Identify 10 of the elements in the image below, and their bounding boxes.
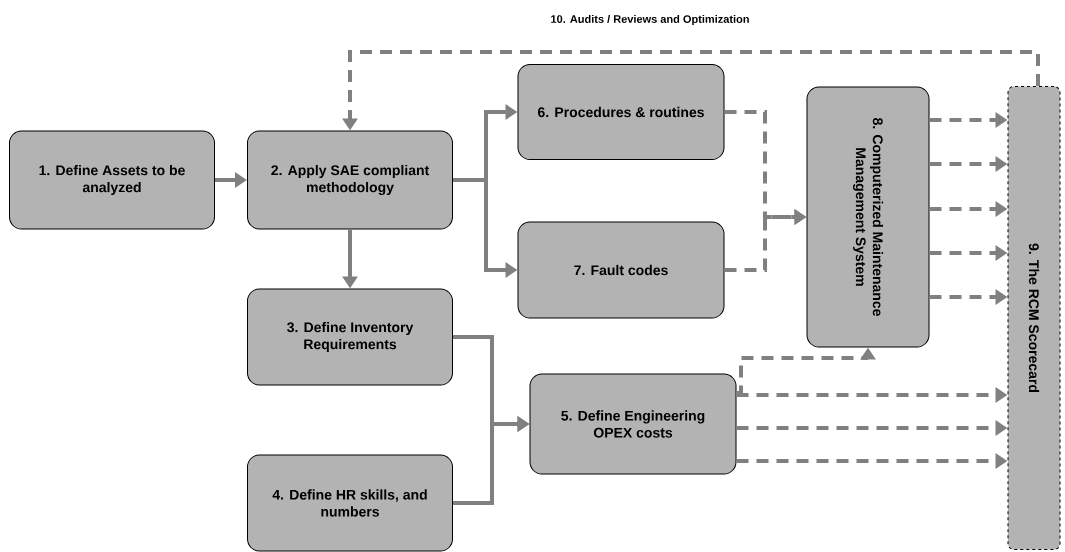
system-box: 8. Computerized Maintenance Management System [806,86,930,348]
process-box: 7. Fault codes [517,221,725,319]
scorecard-bar: 9. The RCM Scorecard [1007,86,1061,550]
process-box: 2. Apply SAE compliant methodology [247,130,453,230]
process-box: 3. Define Inventory Requirements [247,288,453,386]
edge-label: 10. Audits / Reviews and Optimization [548,12,752,28]
process-box: 6. Procedures & routines [517,64,725,160]
process-box: 4. Define HR skills, and numbers [247,454,453,552]
process-box: 1. Define Assets to be analyzed [9,130,215,230]
process-box: 5. Define Engineering OPEX costs [529,373,737,475]
